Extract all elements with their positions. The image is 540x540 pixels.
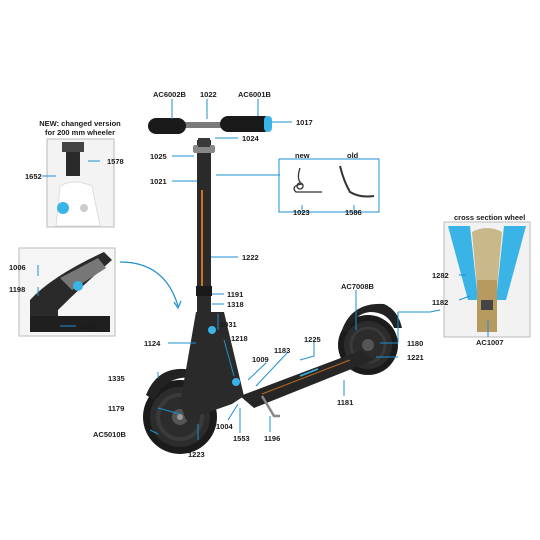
label-ac6001b: AC6001B [238, 90, 271, 99]
label-1179: 1179 [108, 404, 125, 413]
label-1282: 1282 [432, 271, 449, 280]
steering-tube [197, 140, 211, 320]
label-1318: 1318 [227, 300, 244, 309]
label-1223: 1223 [188, 450, 205, 459]
spring-new [293, 167, 322, 193]
label-1025: 1025 [150, 152, 167, 161]
label-1031: 1031 [220, 320, 237, 329]
inset-new-version-art [55, 142, 101, 227]
label-1221: 1221 [407, 353, 424, 362]
spring-old [339, 165, 375, 198]
caption-brake-old: old [347, 151, 359, 160]
deck [240, 350, 374, 408]
label-1161: 1161 [80, 322, 97, 331]
label-1222: 1222 [242, 253, 259, 262]
inset-brake-art [30, 252, 112, 332]
pointer-arrow [119, 261, 179, 307]
rear-fender [342, 303, 402, 334]
handlebar-bar [174, 122, 232, 128]
label-1021: 1021 [150, 177, 167, 186]
label-1218: 1218 [231, 334, 248, 343]
label-1553: 1553 [233, 434, 250, 443]
left-grip [148, 118, 186, 134]
label-1124: 1124 [144, 339, 161, 348]
label-ac6002b: AC6002B [153, 90, 186, 99]
label-1182: 1182 [432, 298, 449, 307]
label-1180: 1180 [407, 339, 424, 348]
label-1191: 1191 [227, 290, 244, 299]
front-fork [180, 312, 244, 420]
kickstand [260, 395, 280, 418]
label-1181: 1181 [337, 398, 354, 407]
label-1183: 1183 [274, 346, 291, 355]
label-ac1007: AC1007 [476, 338, 504, 347]
label-ac7008b: AC7008B [341, 282, 374, 291]
caption-brake-new: new [295, 151, 310, 160]
label-1023: 1023 [293, 208, 310, 217]
label-1198: 1198 [9, 285, 26, 294]
caption-new-version-line1: NEW: changed version [39, 119, 121, 128]
label-1335: 1335 [108, 374, 125, 383]
label-1024: 1024 [242, 134, 259, 143]
leader-lines [37, 99, 489, 440]
label-1578: 1578 [107, 157, 124, 166]
label-1022: 1022 [200, 90, 217, 99]
inset-cross-section-art [448, 226, 526, 332]
label-1652: 1652 [25, 172, 42, 181]
right-grip [220, 116, 272, 132]
label-1006: 1006 [9, 263, 26, 272]
inset-springs-frame [278, 158, 380, 213]
label-1004: 1004 [216, 422, 233, 431]
label-ac5010b: AC5010B [93, 430, 126, 439]
label-1196: 1196 [264, 434, 281, 443]
label-1225: 1225 [304, 335, 321, 344]
label-1586: 1586 [345, 208, 362, 217]
label-1009: 1009 [252, 355, 269, 364]
label-1017: 1017 [296, 118, 313, 127]
caption-new-version-line2: for 200 mm wheeler [44, 128, 116, 137]
caption-cross-section: cross section wheel [454, 213, 526, 222]
